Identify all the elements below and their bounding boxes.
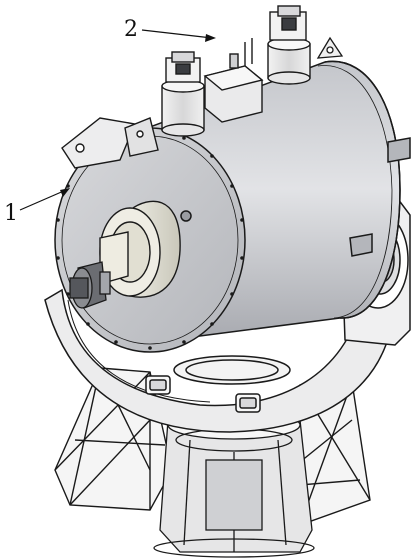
right-lifting-lug — [316, 36, 344, 59]
left-lifting-bracket — [61, 117, 159, 169]
callout-2: 2 — [124, 17, 216, 42]
drive-motor — [69, 261, 111, 309]
callout-2-arrowhead — [205, 34, 216, 42]
top-left-tower — [161, 51, 205, 137]
callout-2-label: 2 — [124, 17, 138, 42]
callout-1: 1 — [4, 188, 70, 226]
central-pedestal — [153, 410, 315, 558]
callout-1-arrowhead — [60, 188, 70, 197]
callout-1-leader — [19, 189, 67, 211]
callout-2-leader — [141, 29, 213, 39]
top-center-box — [203, 38, 264, 123]
top-right-tower — [267, 5, 311, 85]
front-hub — [99, 200, 181, 298]
callout-1-label: 1 — [4, 201, 18, 226]
